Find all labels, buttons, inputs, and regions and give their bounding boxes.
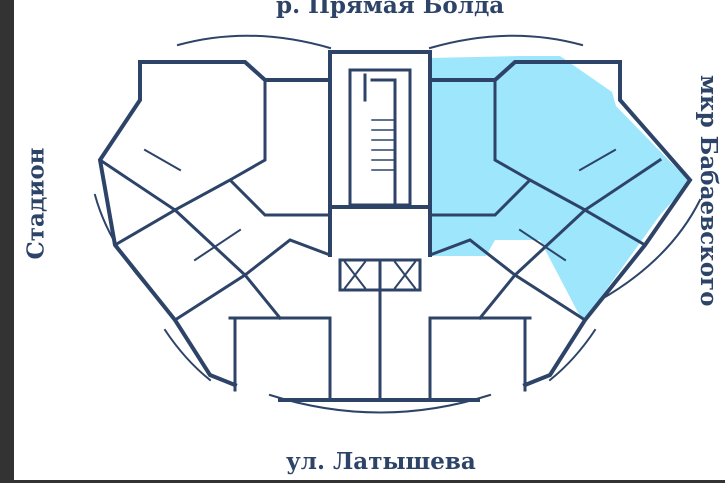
floor-plan: р. Прямая Болда ул. Латышева Стадион мкр… bbox=[14, 0, 725, 480]
label-west-stadium: Стадион bbox=[22, 147, 50, 260]
apartment-highlighted[interactable] bbox=[430, 56, 690, 322]
label-south-street: ул. Латышева bbox=[286, 448, 476, 475]
label-north-river: р. Прямая Болда bbox=[276, 0, 505, 19]
building-walls bbox=[93, 34, 702, 414]
floor-plan-drawing bbox=[93, 34, 702, 414]
left-wing bbox=[93, 34, 332, 388]
label-east-district: мкр Бабаевского bbox=[695, 75, 722, 307]
right-wing bbox=[428, 34, 702, 388]
